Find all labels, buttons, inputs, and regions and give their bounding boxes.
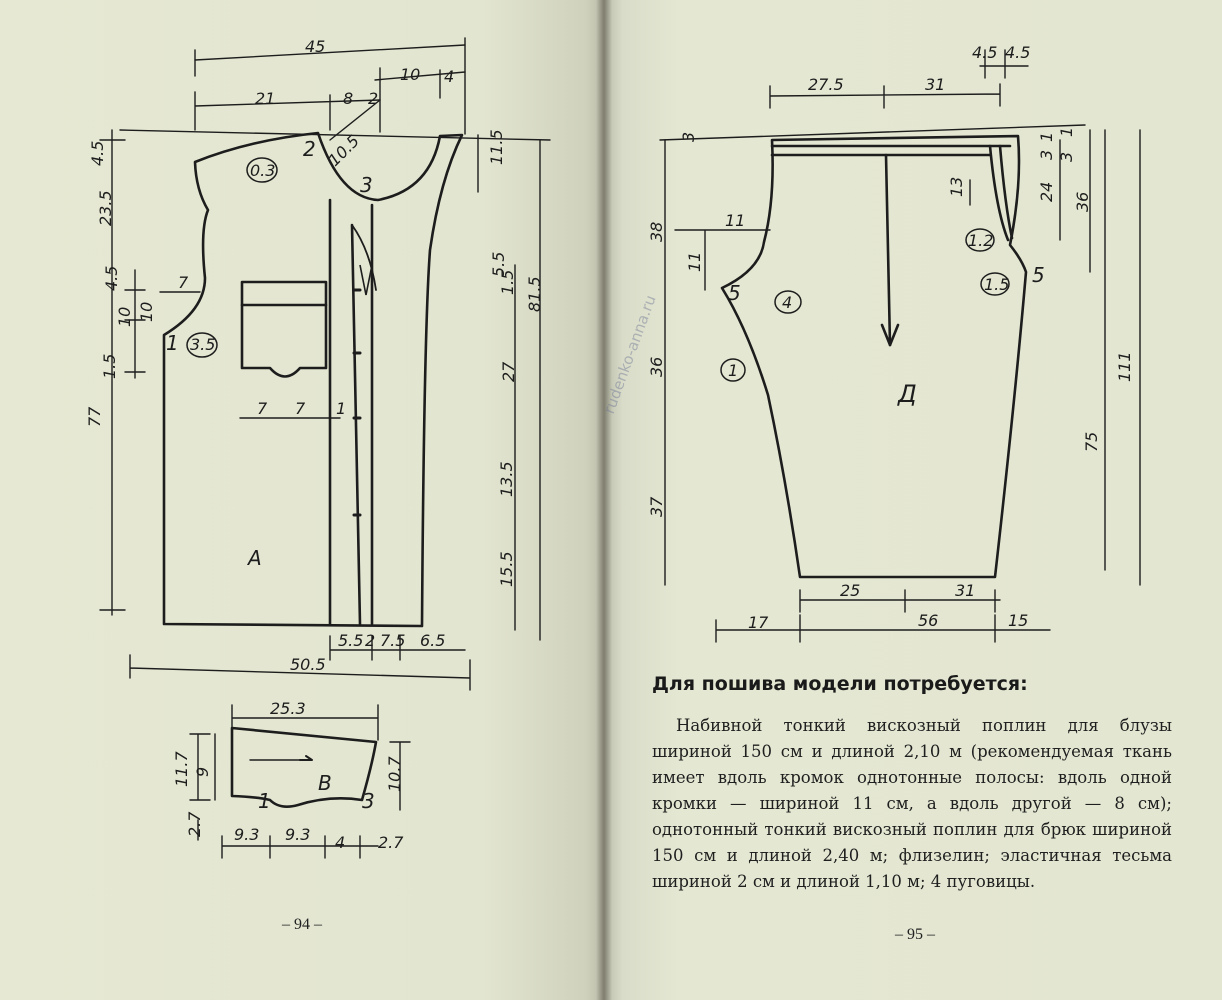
- dim-label: 27: [499, 361, 518, 382]
- dim-label: 10.5: [324, 131, 363, 170]
- dim-label: 15.5: [497, 551, 516, 587]
- dim-label: 3.5: [190, 335, 215, 354]
- dim-label: 7: [178, 273, 189, 292]
- point-label: 1: [166, 331, 179, 355]
- dim-label: 50.5: [290, 655, 326, 674]
- dim-label: 21: [255, 89, 275, 108]
- section-heading: Для пошива модели потребуется:: [652, 673, 1028, 695]
- left-page: [0, 0, 604, 1000]
- dim-label: 13.5: [497, 461, 516, 497]
- piece-label-a: А: [246, 546, 262, 570]
- dim-label: 4: [335, 833, 345, 852]
- dim-label: 2.7: [185, 811, 204, 837]
- dim-label: 11.5: [487, 129, 506, 165]
- dim-label: 8: [343, 89, 353, 108]
- dim-label: 77: [85, 406, 104, 427]
- dim-label: 2: [368, 89, 378, 108]
- dim-label: 2: [365, 631, 375, 650]
- dim-label: 25.3: [270, 699, 306, 718]
- piece-b-outline: [230, 726, 378, 808]
- dim-label: 10: [137, 302, 156, 322]
- dim-label: 1.5: [498, 270, 517, 295]
- dim-label: 0.3: [250, 161, 275, 180]
- dim-label: 1.5: [100, 354, 119, 379]
- dim-label: 9.3: [234, 825, 259, 844]
- dim-label: 10: [400, 65, 420, 84]
- dim-label: 10: [115, 307, 134, 327]
- dim-label: 4: [444, 67, 454, 86]
- dim-label: 6.5: [420, 631, 445, 650]
- dim-label: 7.5: [380, 631, 405, 650]
- dim-label: 10.7: [385, 756, 404, 792]
- pattern-drawing-left: [99, 37, 551, 859]
- dim-label: 4.5: [102, 266, 121, 291]
- materials-paragraph: Набивной тонкий вискозный поплин для блу…: [652, 716, 1172, 891]
- materials-text: Набивной тонкий вискозный поплин для блу…: [652, 713, 1172, 895]
- page-number-right: – 95 –: [895, 926, 935, 943]
- dim-label: 11.7: [172, 751, 191, 787]
- book-gutter: [596, 0, 612, 1000]
- dim-label: 9: [193, 767, 212, 777]
- dim-label: 81.5: [525, 276, 544, 312]
- point-label: 1: [258, 789, 271, 813]
- dim-label: 45: [305, 37, 325, 56]
- piece-label-b: В: [318, 771, 332, 795]
- dim-label: 4.5: [88, 141, 107, 166]
- dim-label: 1: [336, 399, 346, 418]
- point-label: 3: [362, 789, 375, 813]
- point-label: 3: [360, 173, 373, 197]
- dim-label: 9.3: [285, 825, 310, 844]
- page-number-left: – 94 –: [282, 916, 322, 933]
- point-label: 2: [303, 137, 316, 161]
- dim-label: 23.5: [96, 190, 115, 226]
- dim-label: 7: [295, 399, 306, 418]
- piece-a-outline: [162, 131, 464, 628]
- dimension-labels-left: 45 10 4 21 8 2 10.5 4.5 2 23.5 0.3 11.5 …: [85, 37, 544, 852]
- dim-label: 5.5: [338, 631, 363, 650]
- pocket-outline: [240, 280, 328, 378]
- dim-label: 7: [257, 399, 268, 418]
- dim-label: 2.7: [378, 833, 404, 852]
- dim-label: 5.5: [489, 252, 508, 277]
